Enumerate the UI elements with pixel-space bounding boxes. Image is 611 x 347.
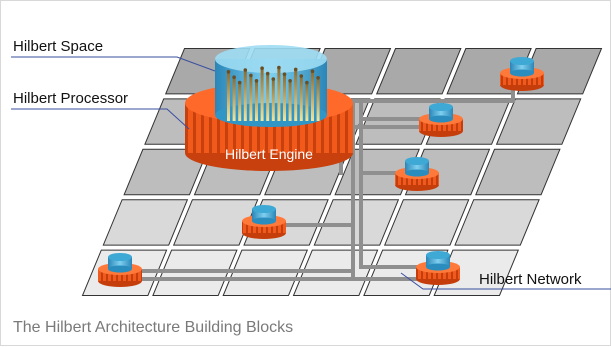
qubit-rod xyxy=(283,74,286,121)
hilbert-space-cylinder-top xyxy=(215,45,327,73)
node-cap-bottom xyxy=(252,217,276,225)
node-cap-bottom xyxy=(108,265,132,273)
node-cap-top xyxy=(108,253,132,261)
qubit-rod xyxy=(311,71,314,121)
hilbert-network-callout-line xyxy=(400,272,611,290)
hilbert-network-label: Hilbert Network xyxy=(479,271,582,288)
qubit-rod-head xyxy=(299,74,304,78)
hilbert-engine-label: Hilbert Engine xyxy=(225,146,313,162)
grid-tile xyxy=(495,98,582,145)
qubit-rod-head xyxy=(243,68,248,72)
qubit-rod xyxy=(294,69,298,121)
hilbert-processor-callout-line xyxy=(11,108,190,130)
processor-nodes xyxy=(98,57,544,287)
node-cap-bottom xyxy=(426,263,450,271)
grid-tile xyxy=(102,199,189,246)
processor-node xyxy=(98,253,142,287)
grid-tile xyxy=(383,199,470,246)
grid-tile xyxy=(172,199,259,246)
node-cap-top xyxy=(429,103,453,111)
hilbert-space-label: Hilbert Space xyxy=(13,38,104,55)
qubit-rod-head xyxy=(288,79,292,83)
grid-tile xyxy=(475,148,561,196)
qubit-rod-head xyxy=(226,70,231,74)
qubit-rod-head xyxy=(282,72,287,76)
hilbert-processor-label: Hilbert Processor xyxy=(13,90,129,107)
qubit-rod-head xyxy=(277,65,281,70)
hilbert-space-callout-line xyxy=(11,56,216,72)
qubit-rod-head xyxy=(293,67,298,72)
hilbert-space-cylinder-bottom xyxy=(215,103,327,127)
qubit-rod xyxy=(305,82,309,121)
qubit-rod xyxy=(266,73,270,121)
qubit-rods xyxy=(226,65,320,121)
node-cap-bottom xyxy=(405,169,429,177)
qubit-rod-head xyxy=(316,76,320,80)
processor-node xyxy=(395,157,439,191)
processor-node xyxy=(419,103,463,137)
qubit-rod xyxy=(249,75,253,121)
qubit-rod xyxy=(238,82,242,121)
qubit-rod xyxy=(232,77,236,121)
qubit-rod xyxy=(316,77,320,121)
node-cap-bottom xyxy=(429,115,453,123)
qubit-rod xyxy=(277,67,281,121)
qubit-rod xyxy=(227,71,230,121)
node-cap-top xyxy=(405,157,429,165)
hilbert-engine: Hilbert Engine xyxy=(185,45,353,171)
qubit-rod xyxy=(255,80,258,121)
figure-caption: The Hilbert Architecture Building Blocks xyxy=(13,319,294,336)
qubit-rod-head xyxy=(260,66,264,70)
grid-tile xyxy=(375,48,462,95)
qubit-rod xyxy=(288,80,292,121)
qubit-rod xyxy=(299,76,303,121)
qubit-rod xyxy=(271,79,275,121)
qubit-rod xyxy=(260,68,264,121)
qubit-rod xyxy=(243,70,247,121)
node-cap-top xyxy=(426,251,450,259)
qubit-rod-head xyxy=(232,75,236,79)
qubit-rod-head xyxy=(310,69,315,73)
qubit-rod-head xyxy=(249,73,253,78)
processor-node xyxy=(242,205,286,239)
node-cap-top xyxy=(510,57,534,65)
processor-node xyxy=(416,251,460,285)
grid-tile xyxy=(313,199,400,246)
node-cap-bottom xyxy=(510,69,534,77)
qubit-rod-head xyxy=(254,79,259,83)
qubit-rod-head xyxy=(265,71,270,76)
node-cap-top xyxy=(252,205,276,213)
qubit-rod-head xyxy=(271,77,276,81)
qubit-rod-head xyxy=(305,80,309,85)
qubit-rod-head xyxy=(237,80,242,85)
processor-node xyxy=(500,57,544,91)
grid-tile xyxy=(454,199,540,246)
